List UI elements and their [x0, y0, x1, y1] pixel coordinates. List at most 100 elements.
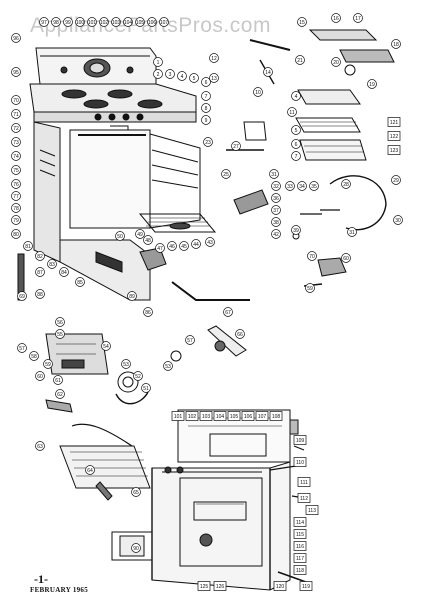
callout-51: 51	[141, 383, 151, 393]
callout-108: 108	[269, 411, 283, 421]
svg-text:71: 71	[13, 112, 19, 118]
callout-20: 20	[331, 57, 341, 67]
callout-107b: 107	[255, 411, 269, 421]
svg-text:49: 49	[137, 232, 143, 238]
svg-text:98: 98	[53, 20, 59, 26]
svg-text:4: 4	[181, 74, 184, 80]
svg-text:61: 61	[55, 378, 61, 384]
svg-text:123: 123	[390, 148, 399, 154]
callout-105: 105	[135, 17, 145, 27]
svg-text:62: 62	[57, 392, 63, 398]
svg-text:74: 74	[13, 154, 19, 160]
callout-32: 32	[271, 181, 281, 191]
callout-99: 99	[63, 17, 73, 27]
svg-text:48: 48	[145, 238, 151, 244]
callout-52: 52	[133, 371, 143, 381]
svg-text:116: 116	[296, 544, 304, 550]
callout-44: 44	[191, 239, 201, 249]
svg-text:106: 106	[148, 20, 157, 26]
svg-text:59: 59	[45, 362, 51, 368]
svg-text:17: 17	[355, 16, 361, 22]
callout-57b: 57	[185, 335, 195, 345]
svg-text:107: 107	[160, 20, 169, 26]
svg-text:63: 63	[37, 444, 43, 450]
svg-text:7: 7	[295, 154, 298, 160]
svg-text:1: 1	[157, 60, 160, 66]
svg-text:80: 80	[13, 232, 19, 238]
callout-101: 101	[87, 17, 97, 27]
svg-text:87: 87	[37, 270, 43, 276]
svg-text:120: 120	[276, 584, 285, 590]
svg-text:8: 8	[205, 106, 208, 112]
callout-7: 7	[201, 91, 211, 101]
svg-text:67: 67	[225, 310, 231, 316]
callout-125: 125	[197, 581, 211, 591]
callout-28: 28	[341, 179, 351, 189]
svg-text:77: 77	[13, 194, 19, 200]
callout-46: 46	[167, 241, 177, 251]
svg-text:46: 46	[169, 244, 175, 250]
svg-text:28: 28	[343, 182, 349, 188]
callout-17: 17	[353, 13, 363, 23]
callout-59b: 59	[43, 359, 53, 369]
callout-73: 73	[11, 137, 21, 147]
callout-109: 109	[293, 435, 307, 445]
svg-text:115: 115	[296, 532, 304, 538]
svg-text:53: 53	[165, 364, 171, 370]
svg-text:101: 101	[174, 414, 183, 420]
callout-66: 66	[235, 329, 245, 339]
svg-text:56: 56	[57, 320, 63, 326]
svg-text:25: 25	[223, 172, 229, 178]
callout-64: 64	[85, 465, 95, 475]
svg-text:52: 52	[135, 374, 141, 380]
callout-23: 23	[203, 137, 213, 147]
callout-39: 39	[291, 225, 301, 235]
callout-81: 81	[23, 241, 33, 251]
callout-11: 11	[287, 107, 297, 117]
svg-text:126: 126	[216, 584, 225, 590]
callout-106b: 106	[241, 411, 255, 421]
callout-65: 65	[131, 487, 141, 497]
svg-text:70: 70	[13, 98, 19, 104]
svg-text:88: 88	[37, 292, 43, 298]
svg-text:89: 89	[129, 294, 135, 300]
callout-105b: 105	[227, 411, 241, 421]
svg-text:119: 119	[302, 584, 310, 590]
callout-116: 116	[293, 541, 307, 551]
callout-90: 90	[131, 543, 141, 553]
callout-107: 107	[159, 17, 169, 27]
svg-text:82: 82	[37, 254, 43, 260]
svg-text:103: 103	[112, 20, 121, 26]
svg-text:111: 111	[300, 480, 308, 486]
svg-text:104: 104	[124, 20, 133, 26]
callout-113: 113	[305, 505, 319, 515]
svg-text:11: 11	[289, 110, 294, 116]
callout-37: 37	[271, 205, 281, 215]
callout-36: 36	[271, 193, 281, 203]
callout-78: 78	[11, 203, 21, 213]
callout-25: 25	[221, 169, 231, 179]
callout-102b: 102	[185, 411, 199, 421]
svg-text:50: 50	[117, 234, 123, 240]
svg-text:85: 85	[77, 280, 83, 286]
callout-117: 117	[293, 553, 307, 563]
callout-15: 15	[297, 17, 307, 27]
svg-text:39: 39	[293, 228, 299, 234]
svg-text:38: 38	[273, 220, 279, 226]
svg-text:16: 16	[333, 16, 339, 22]
svg-text:21: 21	[297, 58, 303, 64]
svg-text:107: 107	[258, 414, 267, 420]
svg-text:76: 76	[13, 182, 19, 188]
callout-88: 88	[35, 289, 45, 299]
callout-115: 115	[293, 529, 307, 539]
callout-110: 110	[293, 457, 307, 467]
svg-text:101: 101	[88, 20, 97, 26]
svg-text:78: 78	[13, 206, 19, 212]
callout-59: 59	[305, 283, 315, 293]
svg-text:97: 97	[41, 20, 47, 26]
callout-71: 71	[11, 109, 21, 119]
callout-84: 84	[59, 267, 69, 277]
svg-text:86: 86	[145, 310, 151, 316]
svg-text:59: 59	[307, 286, 313, 292]
callout-87: 87	[35, 267, 45, 277]
